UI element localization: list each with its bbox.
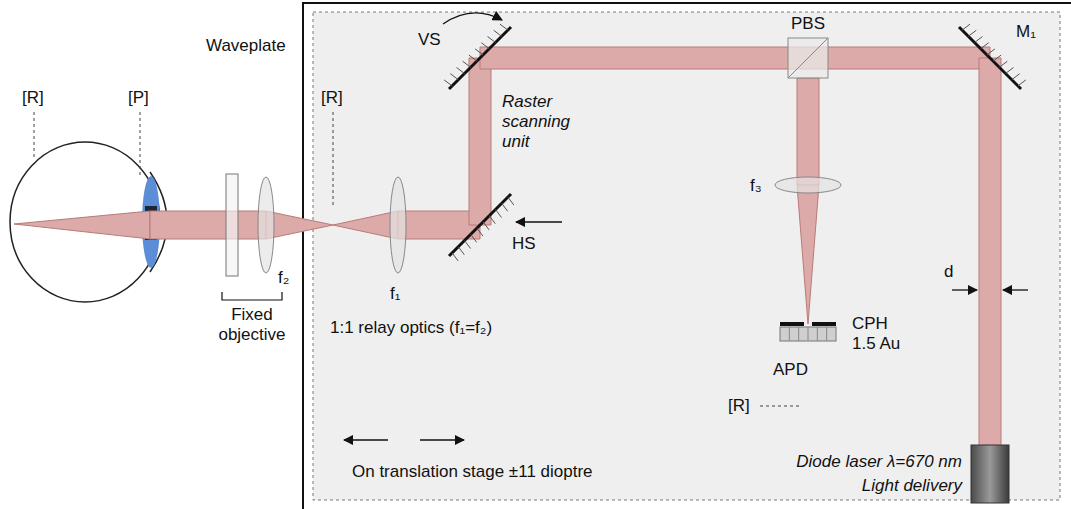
- beam: [333, 211, 398, 239]
- unit-label: Raster scanning unit: [502, 92, 582, 152]
- lens: [258, 177, 274, 273]
- detector-cell: [817, 327, 818, 341]
- part-label: CPH 1.5 Au: [852, 314, 910, 354]
- beam-splitter: [788, 38, 828, 78]
- detector: [780, 327, 836, 341]
- detector-cell: [789, 327, 790, 341]
- note-label: 1:1 relay optics (f₁=f₂): [330, 318, 492, 338]
- width-arrow: [1003, 289, 1028, 290]
- beam: [797, 78, 819, 185]
- translation-stage-region: [313, 12, 1060, 500]
- scan-arrow: [516, 221, 562, 222]
- eye: [10, 142, 160, 302]
- plane-label: [R]: [321, 88, 343, 108]
- rotation-arrow: [443, 13, 502, 24]
- mirror: [959, 24, 1026, 89]
- diode-laser: [971, 445, 1009, 503]
- part-label: PBS: [791, 14, 825, 34]
- waveplate: [226, 174, 238, 276]
- retina-conjugate-line: [760, 406, 800, 407]
- translation-arrow: [344, 439, 388, 440]
- beam: [469, 58, 491, 225]
- retina-conjugate-line: [333, 112, 334, 205]
- beam-splitter-diagonal: [788, 38, 828, 78]
- beam: [480, 47, 990, 69]
- plane-label: [R]: [22, 88, 44, 108]
- beam: [979, 58, 1001, 447]
- lens: [775, 177, 841, 193]
- part-label: Waveplate: [206, 36, 286, 56]
- mirror: [449, 194, 514, 261]
- pupil-plane-line: [140, 112, 141, 176]
- detector-cell: [798, 327, 799, 341]
- source-label: Diode laser λ=670 nm: [796, 452, 962, 472]
- detector-cell: [826, 327, 827, 341]
- retina-plane-line: [34, 112, 35, 160]
- part-label: APD: [773, 360, 808, 380]
- detector-cell: [808, 327, 809, 341]
- width-arrow: [952, 289, 977, 290]
- part-label: M₁: [1016, 22, 1036, 42]
- lens: [390, 177, 406, 273]
- beam: [266, 211, 333, 239]
- bracket: [222, 292, 282, 300]
- plane-label: [P]: [128, 88, 149, 108]
- beam: [14, 211, 150, 239]
- translation-arrow: [420, 439, 464, 440]
- beam: [150, 211, 266, 239]
- lens-label: f₂: [278, 268, 289, 288]
- beam: [797, 185, 819, 324]
- source-label: Light delivery: [862, 476, 962, 496]
- pinhole: [812, 322, 836, 326]
- lens-label: f₁: [390, 284, 400, 304]
- part-label: VS: [418, 30, 441, 50]
- plane-label: [R]: [728, 396, 750, 416]
- note-label: On translation stage ±11 dioptre: [352, 462, 593, 482]
- mirror: [444, 24, 511, 89]
- pinhole: [780, 322, 804, 326]
- instrument-housing: [303, 3, 1071, 509]
- lens-label: f₃: [750, 176, 762, 196]
- part-label: HS: [512, 234, 536, 254]
- part-label: Fixed objective: [212, 305, 292, 345]
- beam: [398, 211, 480, 239]
- dimension-label: d: [944, 262, 953, 282]
